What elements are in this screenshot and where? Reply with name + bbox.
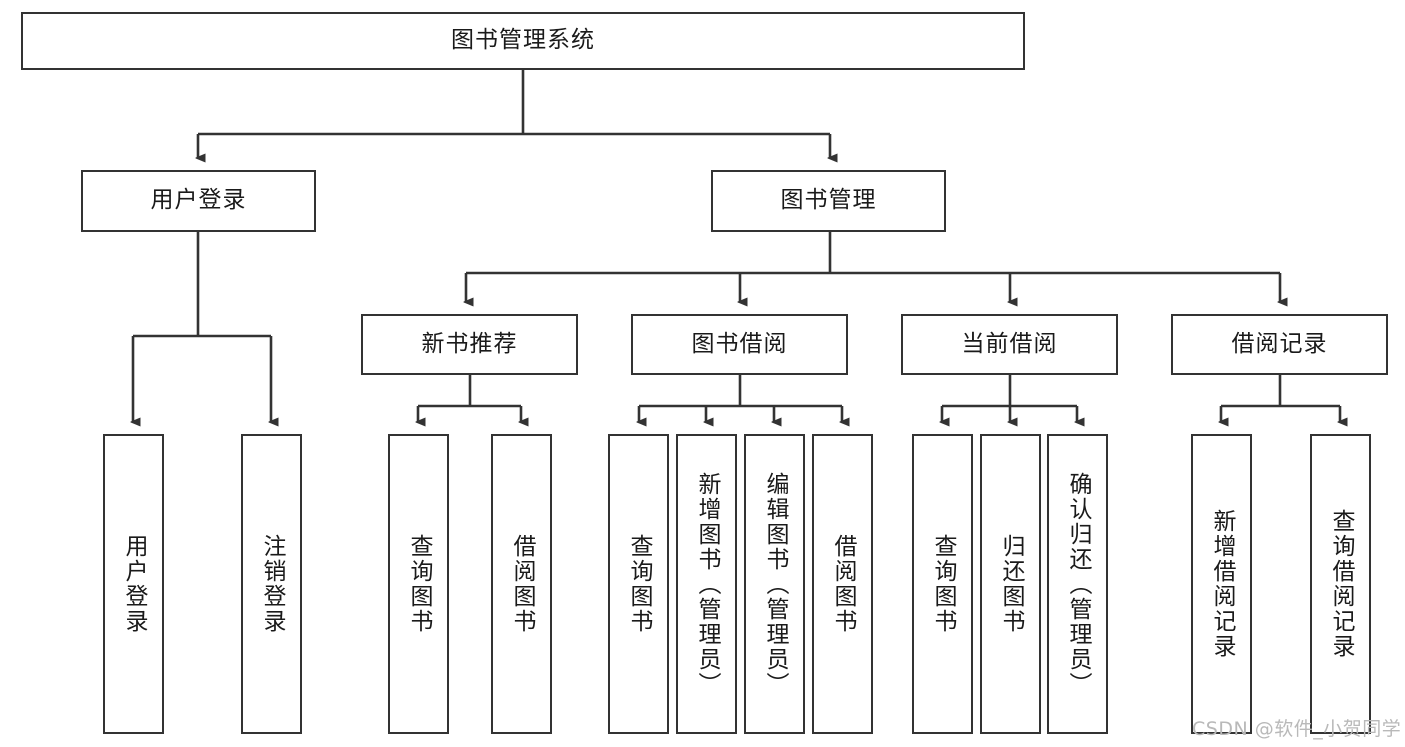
node-borrow-record[interactable]: 借阅记录 — [1171, 314, 1388, 375]
leaf-book-borrow-edit-book-admin[interactable]: 编辑图书（管理员） — [744, 434, 805, 734]
node-label: 查询图书 — [406, 534, 433, 634]
node-label: 用户登录 — [150, 187, 247, 214]
node-label: 编辑图书（管理员） — [762, 471, 789, 697]
leaf-current-borrow-return-book[interactable]: 归还图书 — [980, 434, 1041, 734]
csdn-watermark: CSDN @软件_小贺同学 — [1192, 714, 1401, 741]
watermark-text: CSDN @软件_小贺同学 — [1192, 718, 1402, 740]
leaf-current-borrow-query-book[interactable]: 查询图书 — [912, 434, 973, 734]
leaf-book-borrow-query-book[interactable]: 查询图书 — [608, 434, 669, 734]
leaf-book-borrow-add-book-admin[interactable]: 新增图书（管理员） — [676, 434, 737, 734]
node-label: 新增图书（管理员） — [694, 471, 721, 697]
node-book-borrow[interactable]: 图书借阅 — [631, 314, 848, 375]
node-label: 图书借阅 — [691, 330, 788, 357]
node-book-management[interactable]: 图书管理 — [711, 170, 946, 232]
leaf-book-borrow-borrow-book[interactable]: 借阅图书 — [812, 434, 873, 734]
leaf-user-login-login[interactable]: 用户登录 — [103, 434, 164, 734]
node-label: 注销登录 — [259, 534, 286, 634]
node-label: 确认归还（管理员） — [1065, 471, 1092, 697]
node-label: 新书推荐 — [421, 330, 518, 357]
node-user-login[interactable]: 用户登录 — [81, 170, 316, 232]
leaf-borrow-record-add-record[interactable]: 新增借阅记录 — [1191, 434, 1252, 734]
leaf-current-borrow-confirm-return-admin[interactable]: 确认归还（管理员） — [1047, 434, 1108, 734]
node-new-book-recommend[interactable]: 新书推荐 — [361, 314, 578, 375]
node-label: 归还图书 — [998, 534, 1025, 634]
node-label: 查询借阅记录 — [1328, 509, 1355, 659]
node-label: 借阅图书 — [509, 534, 536, 634]
leaf-new-book-borrow-book[interactable]: 借阅图书 — [491, 434, 552, 734]
node-label: 当前借阅 — [961, 330, 1058, 357]
node-label: 用户登录 — [121, 534, 148, 634]
leaf-borrow-record-query-record[interactable]: 查询借阅记录 — [1310, 434, 1371, 734]
node-label: 图书管理系统 — [451, 27, 595, 54]
node-label: 借阅图书 — [830, 534, 857, 634]
node-label: 查询图书 — [626, 534, 653, 634]
node-label: 新增借阅记录 — [1209, 509, 1236, 659]
leaf-user-login-logout[interactable]: 注销登录 — [241, 434, 302, 734]
node-label: 图书管理 — [780, 187, 877, 214]
node-label: 借阅记录 — [1231, 330, 1328, 357]
node-label: 查询图书 — [930, 534, 957, 634]
node-current-borrow[interactable]: 当前借阅 — [901, 314, 1118, 375]
leaf-new-book-query-book[interactable]: 查询图书 — [388, 434, 449, 734]
node-root-book-management-system[interactable]: 图书管理系统 — [21, 12, 1025, 70]
